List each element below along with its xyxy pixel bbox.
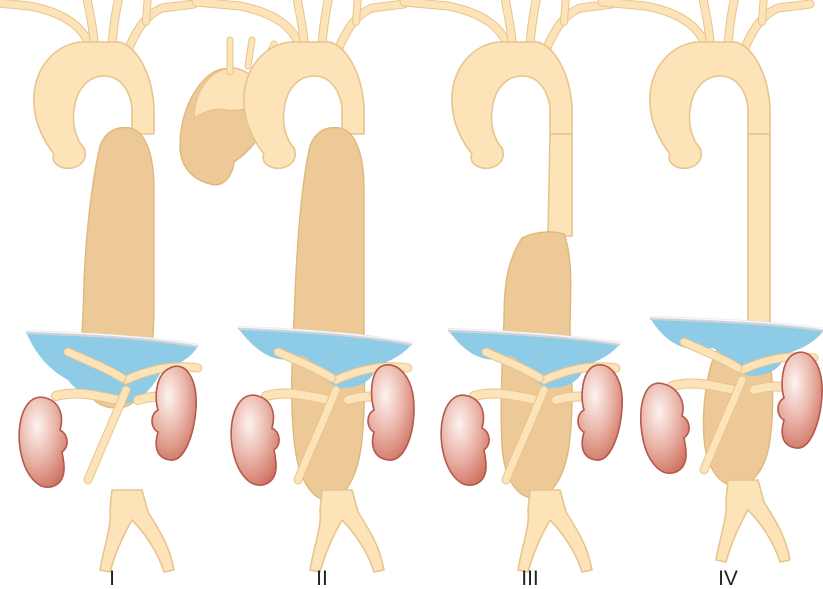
left-kidney <box>641 383 689 473</box>
panel-type-iii: III <box>404 0 622 589</box>
left-kidney <box>441 395 489 485</box>
right-kidney <box>368 365 414 460</box>
panel-type-iv: IV <box>602 0 823 589</box>
right-kidney <box>152 366 196 460</box>
right-kidney <box>778 352 822 448</box>
panel-label-i: I <box>109 567 115 589</box>
panel-label-iii: III <box>521 567 539 589</box>
panel-label-ii: II <box>316 567 328 589</box>
panel-type-ii: II <box>180 0 414 589</box>
panel-label-iv: IV <box>718 567 738 589</box>
panel-type-i: I <box>0 0 198 589</box>
left-kidney <box>19 397 67 487</box>
left-kidney <box>231 395 279 485</box>
right-kidney <box>578 365 622 460</box>
aneurysm-segment <box>292 128 365 500</box>
